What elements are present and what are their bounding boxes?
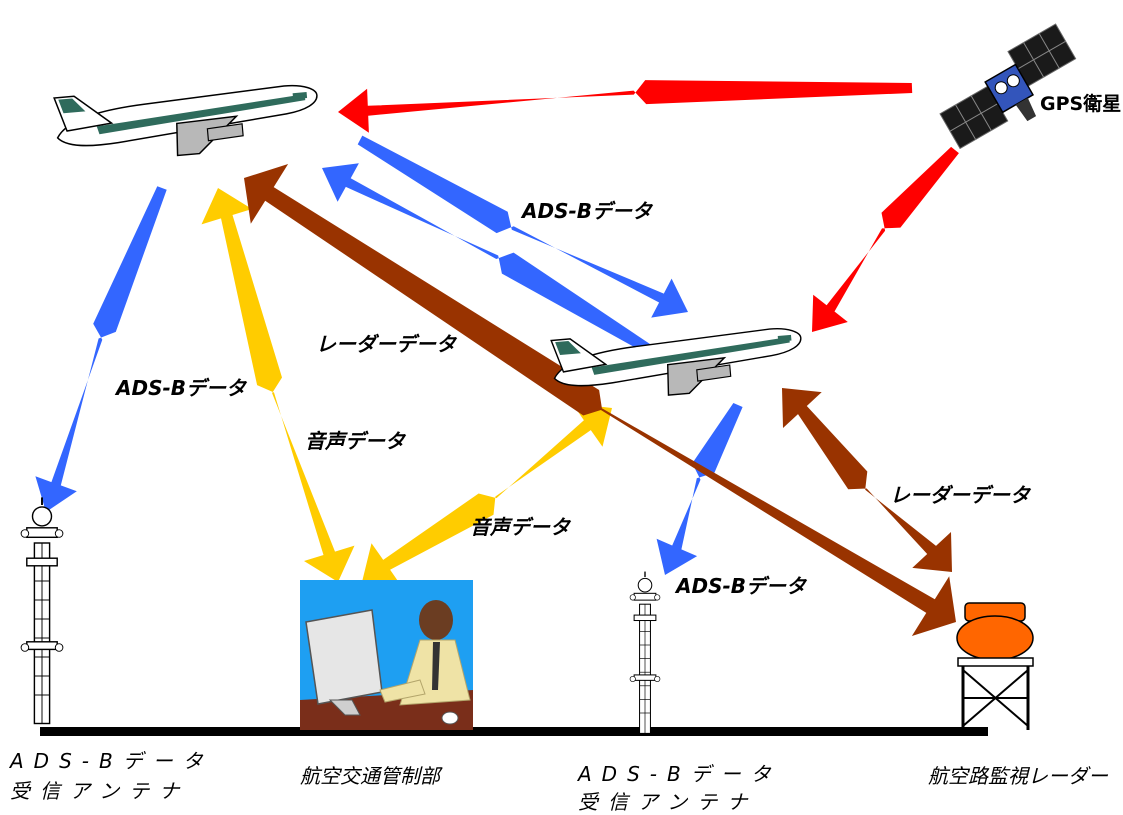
- gps-satellite-icon: [939, 23, 1077, 150]
- adsb-antenna-right-icon: [629, 570, 661, 735]
- atc-controller-icon: [300, 580, 473, 730]
- adsb-to-right-antenna-arrow: [656, 403, 743, 575]
- adsb-antenna-left-icon: [20, 496, 64, 725]
- atc-label: 航空交通管制部: [300, 764, 440, 788]
- ground-line: [40, 727, 988, 736]
- label-voice-plane2: 音声データ: [470, 515, 570, 539]
- radar-long-arrow: [244, 164, 956, 636]
- gps-satellite-label: GPS衛星: [1040, 92, 1121, 115]
- radar-station-icon: [956, 602, 1034, 730]
- adsb-to-left-antenna-arrow: [35, 186, 167, 513]
- radar-label: 航空路監視レーダー: [928, 764, 1108, 788]
- label-voice-plane1: 音声データ: [305, 429, 405, 453]
- adsb-air-to-air-arrow: [357, 135, 688, 318]
- label-radar-short: レーダーデータ: [890, 483, 1030, 507]
- antenna-right-label-line2: 受信アンテナ: [578, 790, 758, 814]
- adsb-air-to-air-return-arrow: [322, 163, 653, 355]
- signal-arrows: [35, 80, 959, 636]
- gps-to-aircraft-1-arrow: [338, 80, 913, 133]
- antenna-left-label-line1: ADS-Bデータ: [10, 749, 213, 773]
- voice-plane2-arrow: [362, 403, 612, 587]
- label-radar-long: レーダーデータ: [316, 332, 456, 356]
- label-adsb-air-to-air: ADS-Bデータ: [522, 199, 653, 223]
- label-adsb-left: ADS-Bデータ: [116, 376, 247, 400]
- antenna-right-label-line1: ADS-Bデータ: [578, 762, 781, 786]
- radar-short-arrow: [782, 388, 952, 572]
- aircraft-1-icon: [53, 74, 322, 167]
- gps-to-aircraft-2-arrow: [812, 146, 959, 332]
- voice-plane1-arrow: [201, 188, 355, 582]
- antenna-left-label-line2: 受信アンテナ: [10, 779, 190, 803]
- label-adsb-right: ADS-Bデータ: [676, 574, 807, 598]
